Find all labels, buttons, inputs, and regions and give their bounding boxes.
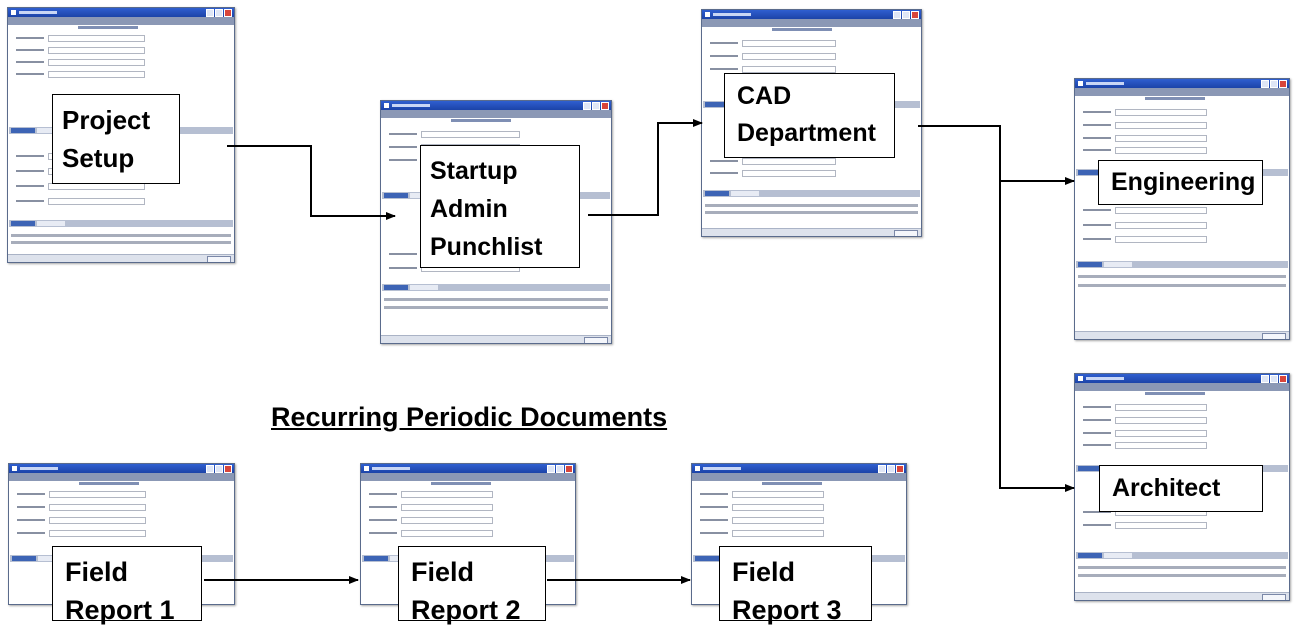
field-report-3-label: Field Report 3 (719, 546, 872, 625)
arrow-cad-to-architect (999, 181, 1075, 492)
startup-admin-punchlist-label: Startup Admin Punchlist (420, 145, 580, 268)
engineering-label: Engineering (1098, 160, 1263, 205)
architect-label: Architect (1099, 465, 1263, 512)
field-report-2-label: Field Report 2 (398, 546, 546, 625)
cad-department-label: CAD Department (724, 73, 895, 158)
arrow-setup-to-punchlist (227, 145, 396, 220)
project-setup-label: Project Setup (52, 94, 180, 184)
flow-connectors (204, 119, 1075, 584)
recurring-periodic-documents-heading: Recurring Periodic Documents (271, 402, 668, 432)
engineering-window (1074, 78, 1290, 340)
arrow-cad-to-engineering (918, 125, 1075, 185)
field-report-1-label: Field Report 1 (52, 546, 202, 625)
arrow-punchlist-to-cad (588, 119, 703, 216)
